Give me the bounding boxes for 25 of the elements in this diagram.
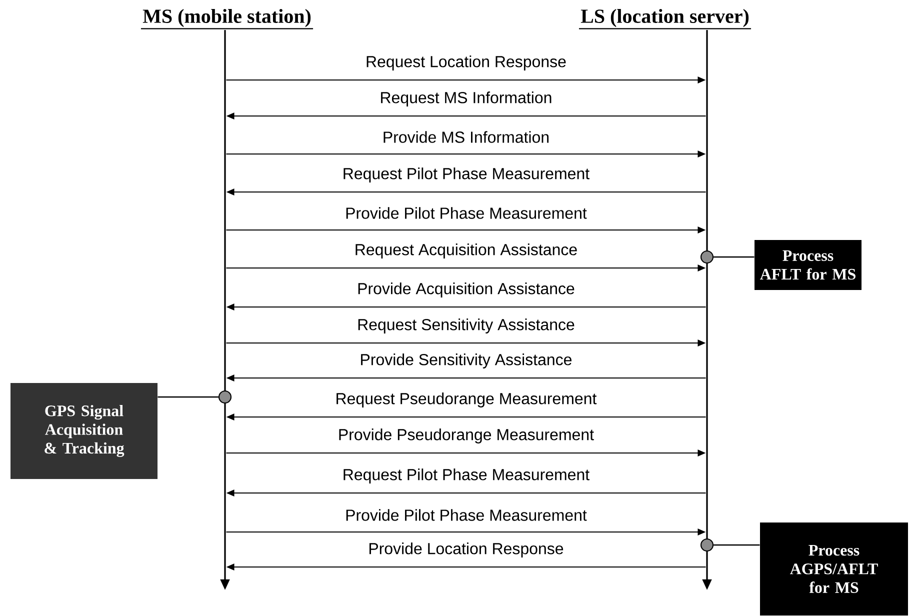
message-label: Provide Location Response [369, 542, 564, 558]
message-label: Provide Pseudorange Measurement [339, 428, 594, 444]
message-label: Request Location Response [366, 56, 566, 70]
event-dot [700, 538, 714, 552]
message-label: Provide Sensitivity Assistance [361, 354, 572, 368]
message-label: Provide Pilot Phase Measurement [346, 509, 587, 521]
message-label: Provide Pilot Phase Measurement [346, 207, 587, 219]
message-label: Provide Acquisition Assistance [358, 282, 574, 298]
message-label: Request Pilot Phase Measurement [344, 468, 590, 484]
message-label: Request Pseudorange Measurement [336, 392, 597, 408]
event-dot [700, 250, 714, 264]
connector-line [158, 396, 218, 398]
process-box: GPS Signal Acquisition & Tracking [10, 383, 158, 479]
message-label: Provide MS Information [384, 131, 549, 143]
event-dot [218, 390, 232, 404]
process-box: Process AGPS/AFLT for MS [760, 522, 908, 616]
connector-line [714, 256, 754, 258]
lifeline-heading: MS (mobile station) [140, 8, 314, 30]
lifeline-heading: LS (location server) [578, 8, 752, 30]
message-label: Request MS Information [381, 92, 552, 106]
message-label: Request Sensitivity Assistance [358, 318, 574, 334]
process-box: Process AFLT for MS [754, 240, 862, 290]
message-label: Request Acquisition Assistance [356, 244, 577, 258]
connector-line [714, 544, 760, 546]
message-label: Request Pilot Phase Measurement [344, 168, 590, 182]
